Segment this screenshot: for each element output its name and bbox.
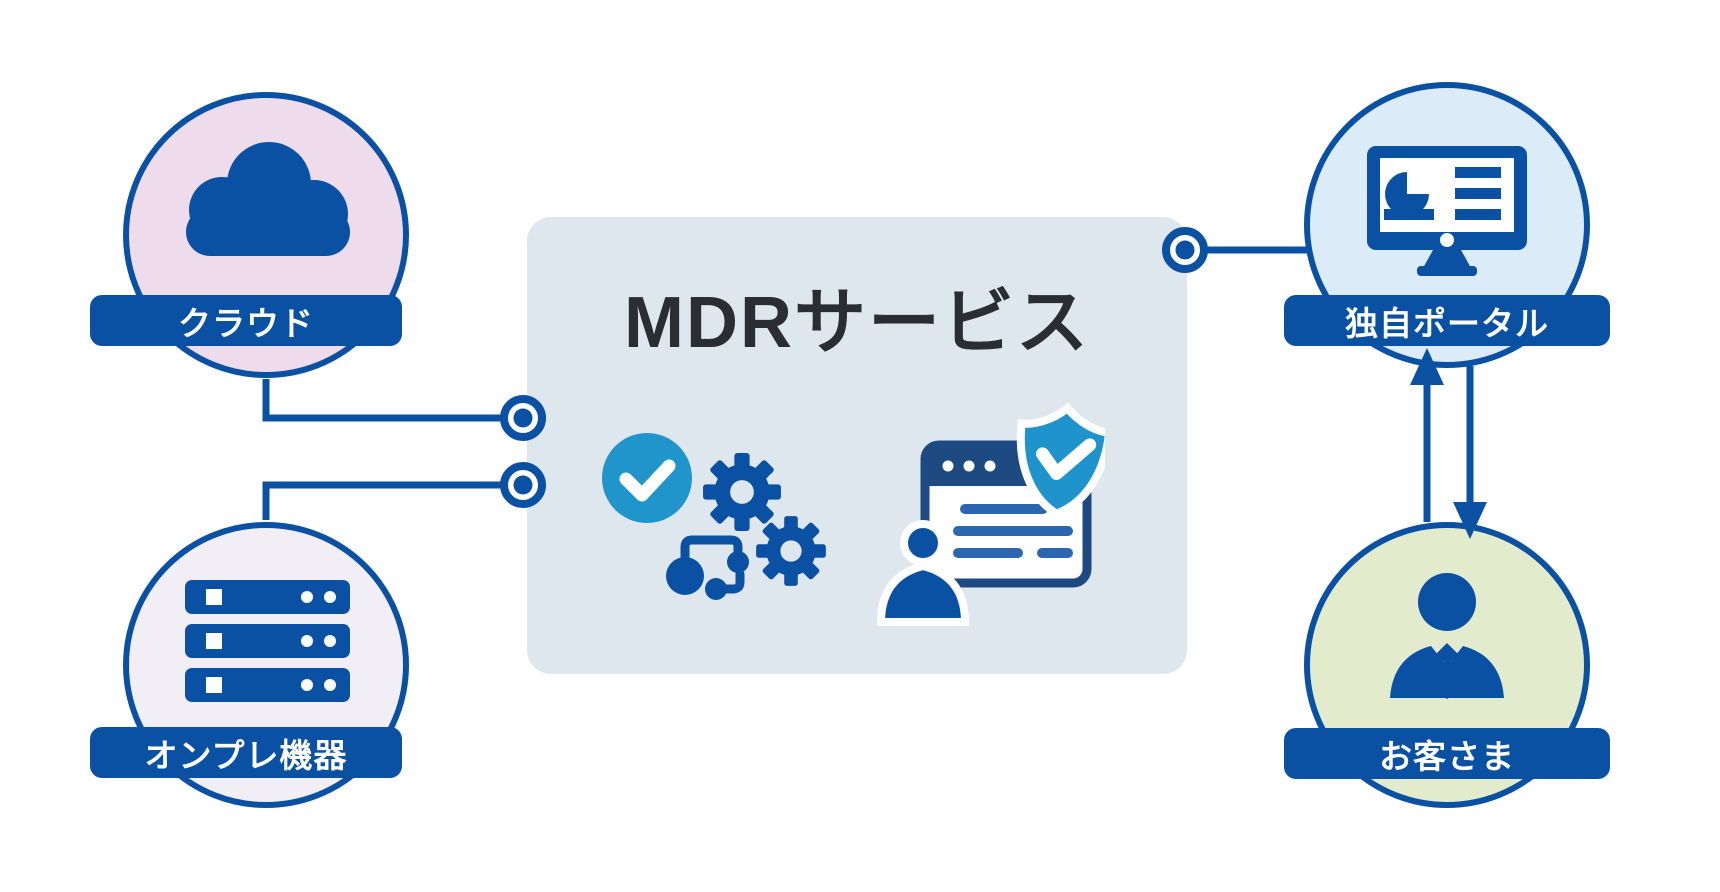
shield-check-icon (1016, 402, 1105, 519)
mdr-box-title: MDRサービス (624, 283, 1090, 363)
connector-cloud-to-mdr (262, 379, 510, 422)
automation-icons (602, 433, 826, 600)
customer-label: お客さま (1379, 737, 1515, 775)
onprem-label-band: オンプレ機器 (90, 727, 402, 778)
workflow-icon (666, 535, 749, 600)
portal-label-band: 独自ポータル (1284, 295, 1610, 346)
cloud-label-band: クラウド (90, 295, 402, 346)
onprem-label: オンプレ機器 (144, 736, 348, 774)
cloud-icon (186, 142, 350, 256)
business-person-icon (1390, 573, 1504, 699)
person-icon (876, 520, 970, 626)
connector-onprem-to-mdr (262, 481, 510, 520)
cloud-label: クラウド (178, 304, 314, 342)
portal-label: 独自ポータル (1345, 304, 1549, 342)
check-circle-icon (602, 433, 692, 523)
server-stack-icon (185, 580, 350, 702)
gear-icon (703, 453, 781, 531)
analyst-report-icons (876, 402, 1105, 626)
dashboard-monitor-icon (1367, 146, 1527, 276)
customer-label-band: お客さま (1284, 728, 1610, 779)
